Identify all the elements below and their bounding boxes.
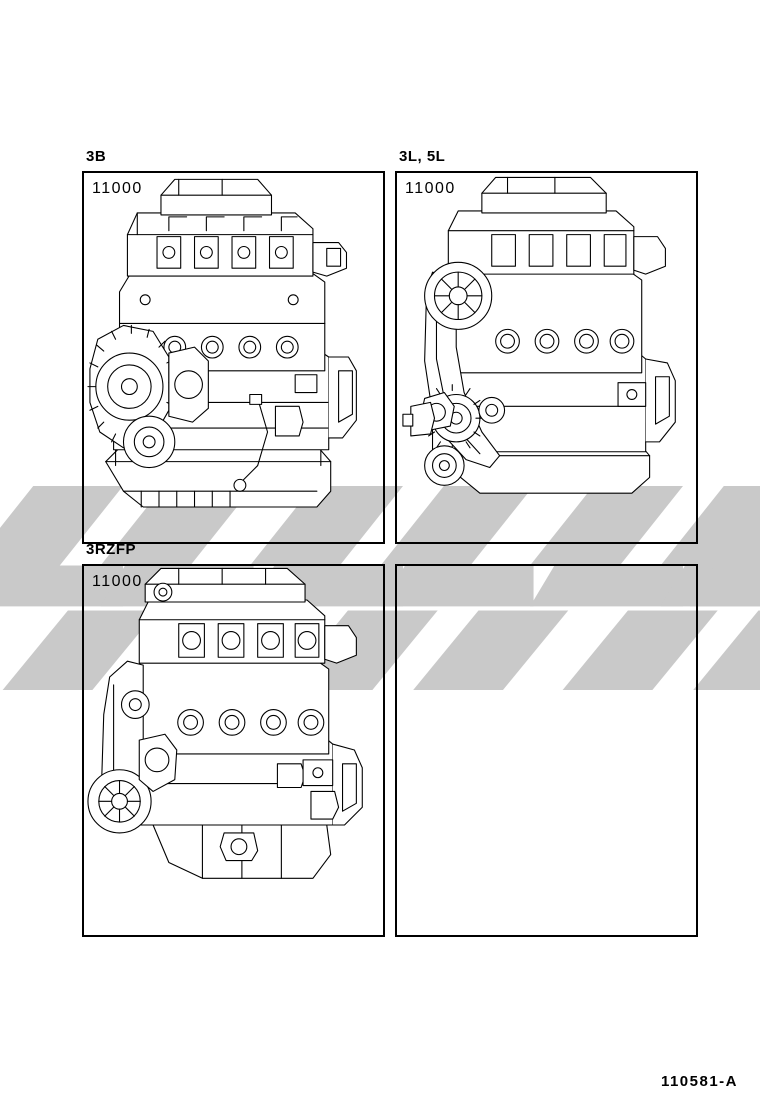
panel-caption-3l-5l: 3L, 5L bbox=[399, 148, 446, 165]
panel-3rzfp: 11000 bbox=[82, 564, 385, 937]
panel-empty bbox=[395, 564, 698, 937]
panel-caption-3rzfp: 3RZFP bbox=[86, 541, 137, 558]
panel-3l-5l: 11000 bbox=[395, 171, 698, 544]
part-number-3b: 11000 bbox=[92, 180, 143, 197]
engine-illustration-3rzfp bbox=[84, 566, 383, 935]
engine-illustration-3l-5l bbox=[397, 173, 696, 542]
engine-illustration-3b bbox=[84, 173, 383, 542]
panel-grid: 11000 bbox=[82, 171, 698, 937]
panel-caption-3b: 3B bbox=[86, 148, 107, 165]
figure-code: 110581-A bbox=[660, 1073, 738, 1090]
panel-3b: 11000 bbox=[82, 171, 385, 544]
part-number-3l-5l: 11000 bbox=[405, 180, 456, 197]
